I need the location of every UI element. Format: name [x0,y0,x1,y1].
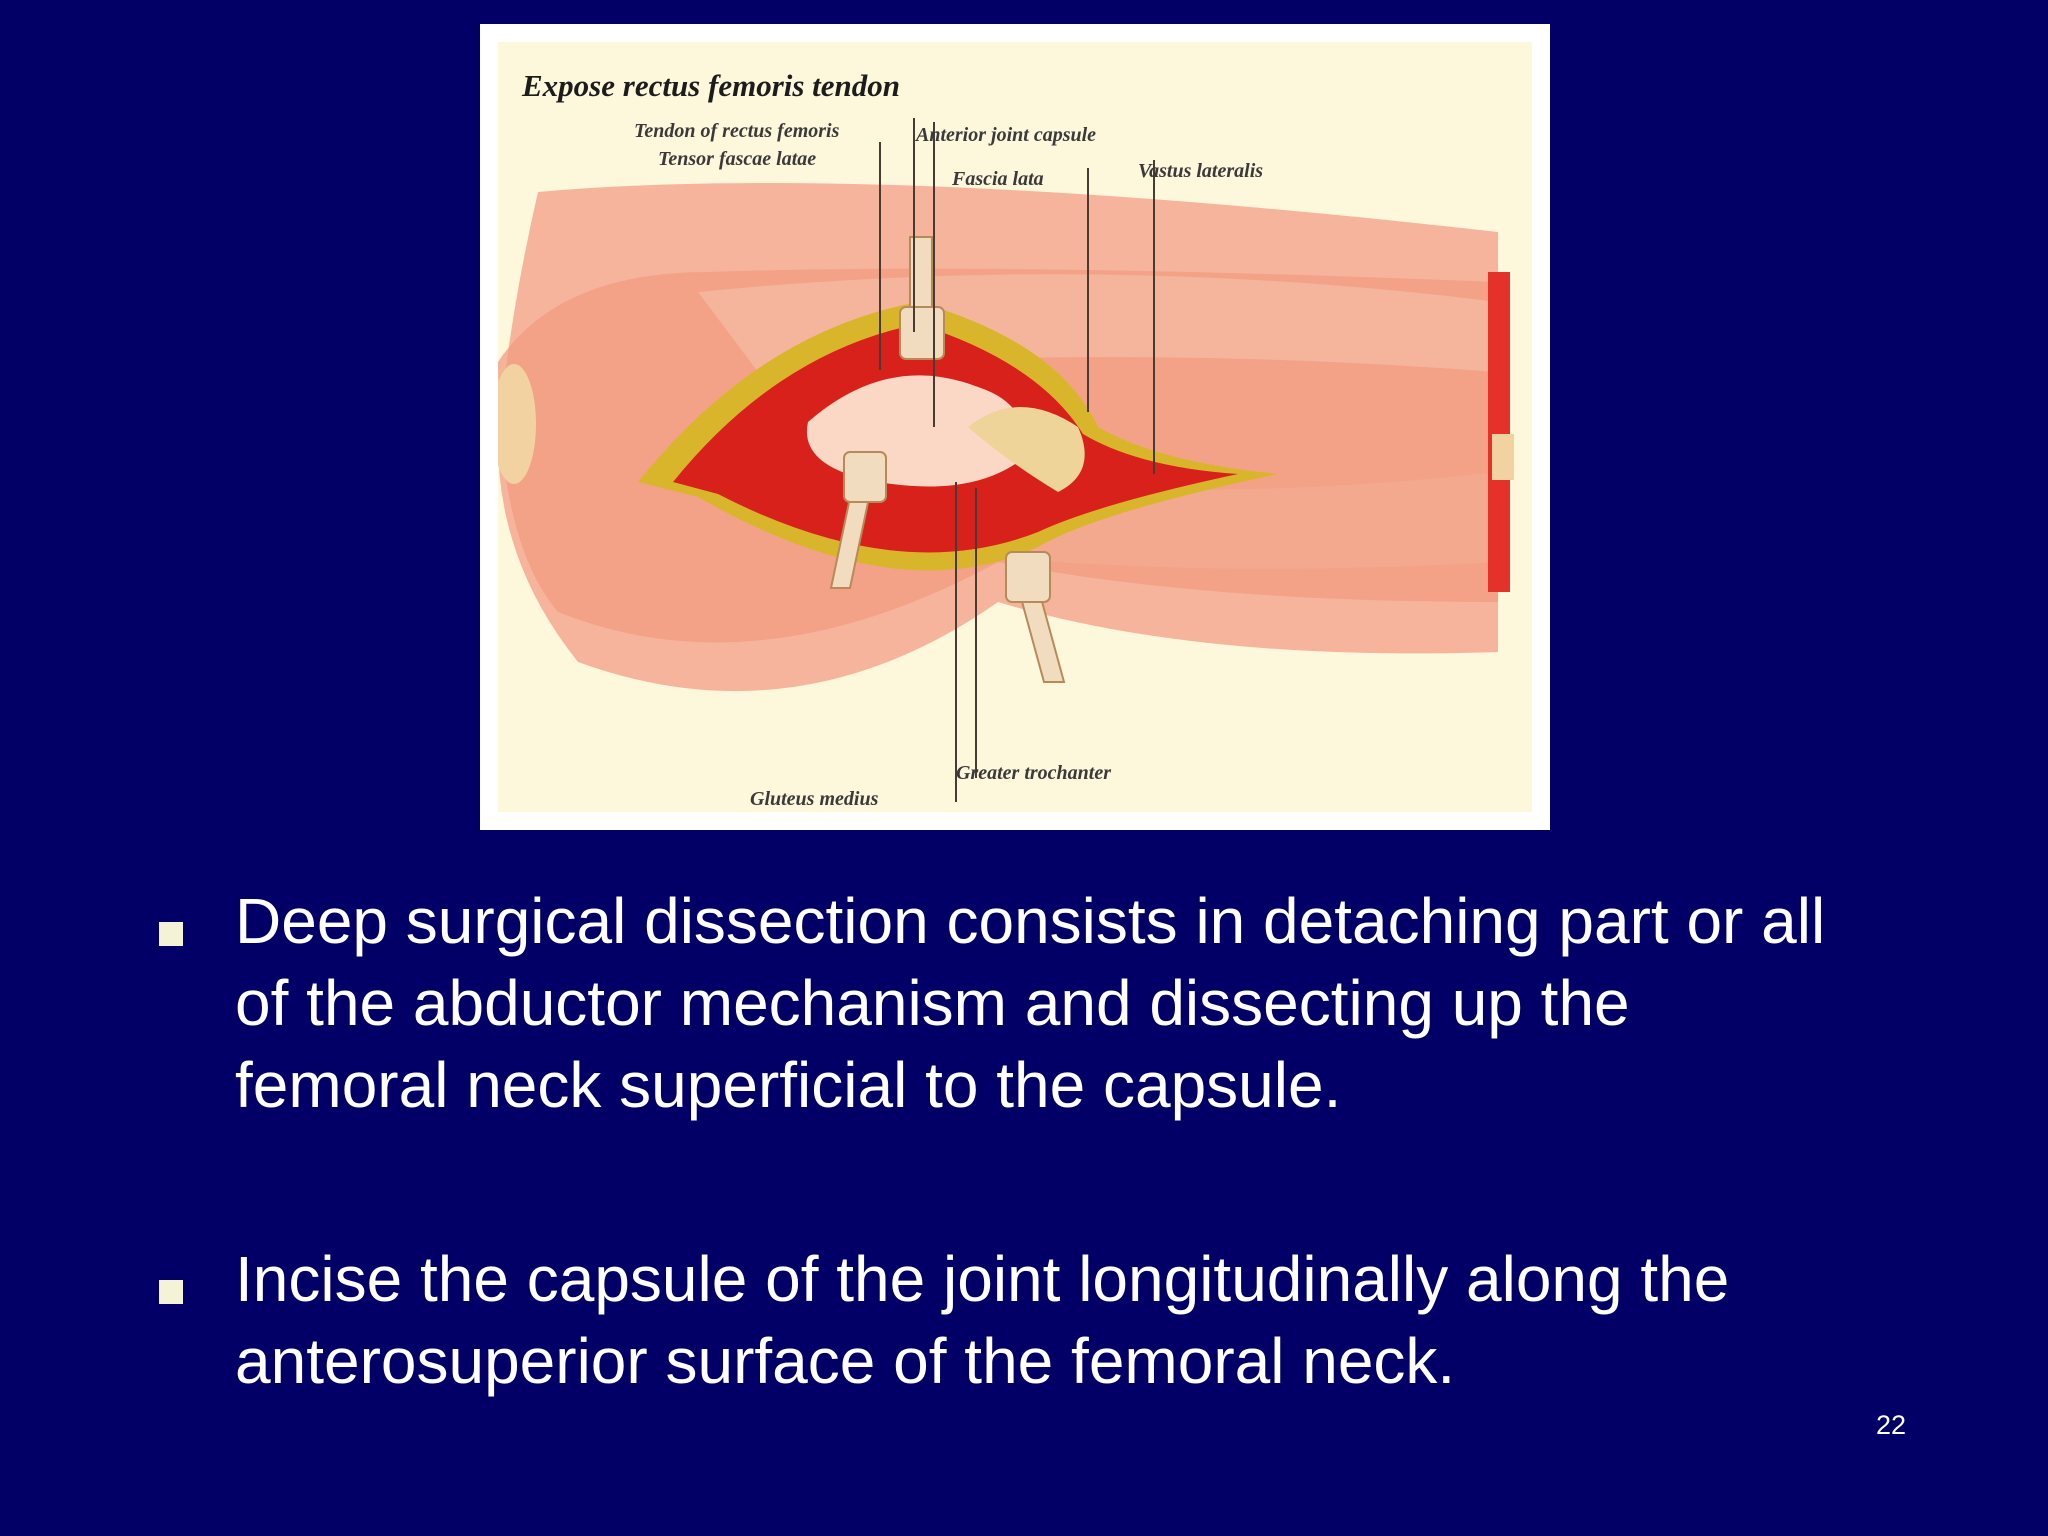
page-number: 22 [1876,1410,1907,1440]
bullet-line: anterosuperior surface of the femoral ne… [235,1325,1456,1397]
bullet-text: Deep surgical dissection consists in det… [235,880,2048,1126]
bullet-line: Incise the capsule of the joint longitud… [235,1243,1730,1315]
anatomy-figure-frame: Expose rectus femoris tendon Tendon of r… [480,24,1550,830]
label-vastus-lateralis: Vastus lateralis [1138,160,1264,182]
label-gluteus-medius: Gluteus medius [750,788,879,810]
bullet-line: of the abductor mechanism and dissecting… [235,967,1630,1039]
label-anterior-joint-capsule: Anterior joint capsule [916,124,1097,146]
bullet-marker-icon [159,1280,183,1304]
label-tendon-rectus-femoris: Tendon of rectus femoris [634,120,840,142]
label-fascia-lata: Fascia lata [952,168,1044,190]
figure-title: Expose rectus femoris tendon [522,68,901,103]
label-tensor-fascae-latae: Tensor fascae latae [658,148,817,170]
label-greater-trochanter: Greater trochanter [956,762,1111,784]
bullet-text: Incise the capsule of the joint longitud… [235,1238,2048,1402]
bullet-line: femoral neck superficial to the capsule. [235,1049,1342,1121]
bullet-line: Deep surgical dissection consists in det… [235,885,1826,957]
bullet-marker-icon [159,922,183,946]
anatomy-illustration: Expose rectus femoris tendon Tendon of r… [498,42,1532,812]
hip-dissection-drawing [498,118,1514,802]
